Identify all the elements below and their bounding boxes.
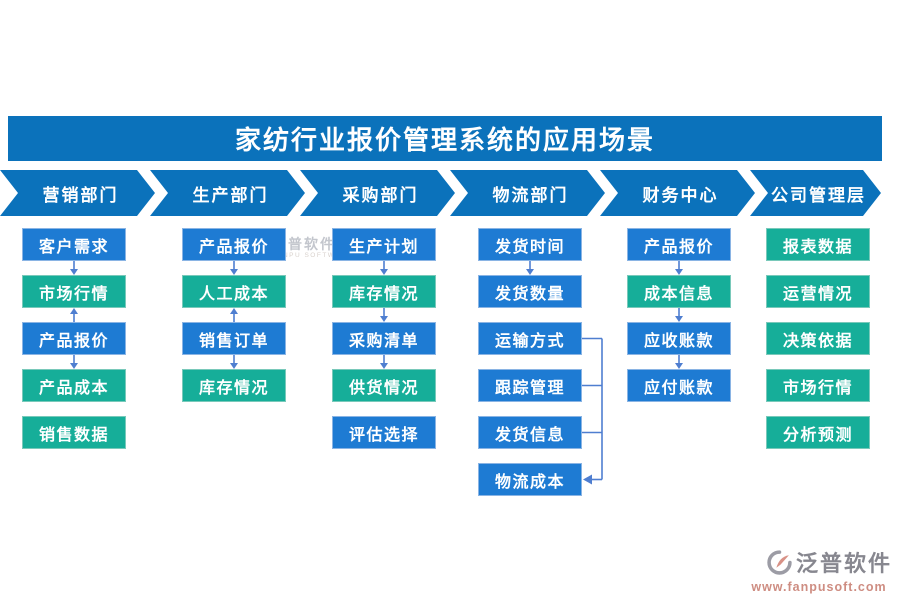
dept-chevron-3: 采购部门	[300, 170, 455, 216]
flow-box: 采购清单	[332, 322, 436, 355]
flow-box: 报表数据	[766, 228, 870, 261]
flow-box: 销售数据	[22, 416, 126, 449]
flow-box: 产品报价	[627, 228, 731, 261]
flow-box: 分析预测	[766, 416, 870, 449]
watermark-brand: 泛普软件	[272, 236, 336, 252]
flow-box: 应收账款	[627, 322, 731, 355]
arrow-up-icon	[230, 308, 238, 322]
flow-box: 产品报价	[22, 322, 126, 355]
watermark-brand: 泛普软件	[795, 551, 892, 576]
dept-chevron-4: 物流部门	[450, 170, 605, 216]
dept-chevron-1: 营销部门	[0, 170, 155, 216]
dept-chevron-label: 财务中心	[642, 185, 719, 205]
arrow-down-icon	[230, 261, 238, 275]
flow-box: 库存情况	[182, 369, 286, 402]
flow-box: 销售订单	[182, 322, 286, 355]
watermark-subtext: FANPU SOFTWARE	[272, 252, 354, 259]
dept-chevron-label: 生产部门	[192, 185, 269, 205]
flow-box: 产品报价	[182, 228, 286, 261]
flow-box: 生产计划	[332, 228, 436, 261]
flow-box: 运营情况	[766, 275, 870, 308]
page-title: 家纺行业报价管理系统的应用场景	[8, 116, 882, 161]
dept-chevron-label: 物流部门	[492, 185, 569, 205]
dept-chevron-6: 公司管理层	[750, 170, 881, 216]
arrow-down-icon	[70, 355, 78, 369]
arrow-down-icon	[380, 308, 388, 322]
flow-box: 发货信息	[478, 416, 582, 449]
flow-box: 运输方式	[478, 322, 582, 355]
dept-chevron-label: 采购部门	[342, 185, 419, 205]
arrow-down-icon	[380, 355, 388, 369]
flow-box: 发货数量	[478, 275, 582, 308]
flow-box: 应付账款	[627, 369, 731, 402]
flow-box: 客户需求	[22, 228, 126, 261]
watermark-url: www.fanpusoft.com	[751, 580, 887, 594]
arrow-down-icon	[675, 308, 683, 322]
arrow-down-icon	[230, 355, 238, 369]
flow-box: 成本信息	[627, 275, 731, 308]
flow-box: 供货情况	[332, 369, 436, 402]
flow-box: 评估选择	[332, 416, 436, 449]
arrow-down-icon	[675, 355, 683, 369]
flow-box: 产品成本	[22, 369, 126, 402]
arrow-down-icon	[70, 261, 78, 275]
flow-box: 库存情况	[332, 275, 436, 308]
arrow-down-icon	[675, 261, 683, 275]
arrow-down-icon	[380, 261, 388, 275]
flow-box: 跟踪管理	[478, 369, 582, 402]
dept-chevron-2: 生产部门	[150, 170, 305, 216]
flow-box: 发货时间	[478, 228, 582, 261]
page-title-text: 家纺行业报价管理系统的应用场景	[234, 125, 655, 155]
dept-chevron-5: 财务中心	[600, 170, 755, 216]
dept-chevron-label: 公司管理层	[771, 185, 866, 205]
flow-box: 市场行情	[766, 369, 870, 402]
flow-box: 决策依据	[766, 322, 870, 355]
flow-box: 人工成本	[182, 275, 286, 308]
dept-chevron-label: 营销部门	[42, 185, 119, 205]
arrow-up-icon	[70, 308, 78, 322]
arrow-down-icon	[526, 261, 534, 275]
watermark-footer: 泛普软件 www.fanpusoft.com	[746, 546, 892, 594]
flow-box: 市场行情	[22, 275, 126, 308]
fanpu-logo-icon	[767, 549, 792, 575]
flow-box: 物流成本	[478, 463, 582, 496]
